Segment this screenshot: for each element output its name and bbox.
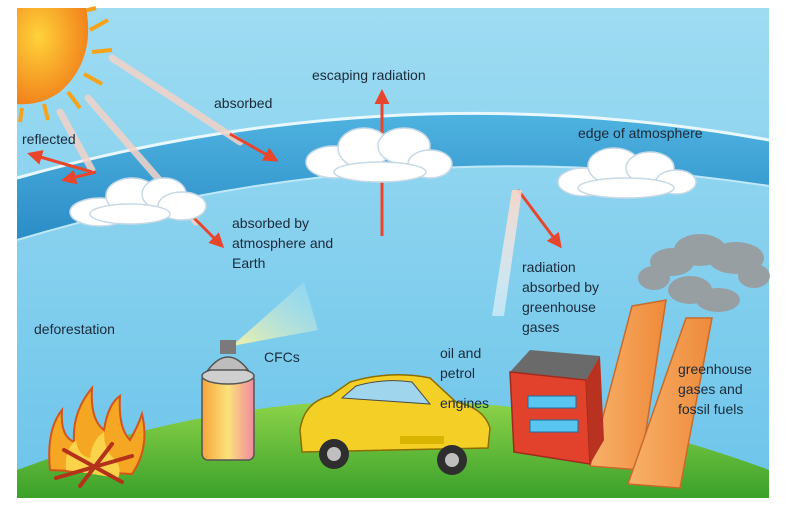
label-greenhouse-line3: fossil fuels [678, 401, 743, 417]
label-oil-line3: engines [440, 395, 489, 411]
absorbed-arrow [229, 132, 279, 162]
label-absorbed-by-line1: absorbed by [232, 215, 309, 231]
atmosphere-band [17, 113, 769, 240]
label-radiation-line4: gases [522, 319, 559, 335]
outgoing-radiation-beam [492, 190, 522, 316]
label-oil-line2: petrol [440, 365, 475, 381]
label-absorbed-by-line2: atmosphere and [232, 235, 333, 251]
reflected-arrow [27, 150, 93, 174]
label-escaping-radiation: escaping radiation [312, 67, 426, 83]
label-edge-of-atmosphere: edge of atmosphere [578, 125, 703, 141]
power-plant-chimneys [589, 299, 713, 489]
atmosphere-edge-line [16, 111, 770, 180]
cloud-left [69, 177, 207, 227]
label-cfcs: CFCs [264, 349, 300, 365]
label-radiation-line3: greenhouse [522, 299, 596, 315]
label-radiation-line1: radiation [522, 259, 576, 275]
label-absorbed: absorbed [214, 95, 272, 111]
label-absorbed-by-line3: Earth [232, 255, 265, 271]
label-greenhouse-line2: gases and [678, 381, 743, 397]
spray-can-icon [201, 340, 255, 461]
forest-fire-icon [48, 385, 146, 488]
label-deforestation: deforestation [34, 321, 115, 337]
reflected-arrow-2 [61, 169, 97, 185]
label-reflected: reflected [22, 131, 76, 147]
diagram-labels: reflected absorbed escaping radiation ed… [22, 67, 752, 417]
greenhouse-absorbed-arrow [516, 189, 562, 249]
sun-icon [17, 6, 113, 123]
factory-building [509, 350, 604, 465]
cloud-right [557, 147, 697, 199]
car-icon [299, 374, 491, 475]
label-oil-line1: oil and [440, 345, 481, 361]
cloud-center [305, 127, 453, 183]
factory-smoke [638, 234, 770, 312]
label-greenhouse-line1: greenhouse [678, 361, 752, 377]
cfc-spray-cloud [232, 282, 318, 346]
label-radiation-line2: absorbed by [522, 279, 599, 295]
